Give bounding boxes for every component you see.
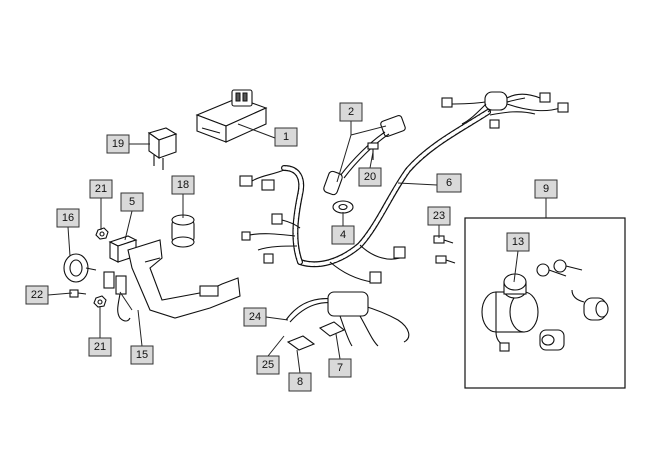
callout-5: 5 xyxy=(120,192,144,212)
part-7-sub-harness xyxy=(285,291,410,347)
svg-text:21: 21 xyxy=(94,341,106,353)
svg-text:22: 22 xyxy=(31,289,43,301)
callout-8: 8 xyxy=(288,372,312,392)
part-1-control-unit xyxy=(195,89,268,143)
svg-text:16: 16 xyxy=(62,212,74,224)
callout-20: 20 xyxy=(358,167,382,187)
svg-text:5: 5 xyxy=(129,196,135,208)
svg-text:21: 21 xyxy=(95,183,107,195)
svg-text:4: 4 xyxy=(340,229,346,241)
svg-text:24: 24 xyxy=(249,311,261,323)
part-21-nut-top xyxy=(95,227,109,240)
part-20-bolt xyxy=(367,142,379,160)
part-22-bolt xyxy=(69,289,87,298)
callout-23: 23 xyxy=(427,206,451,226)
part-13-ignition-lock xyxy=(481,259,609,352)
callout-25: 25 xyxy=(256,355,280,375)
callout-19: 19 xyxy=(106,134,130,154)
svg-text:13: 13 xyxy=(512,236,524,248)
svg-text:18: 18 xyxy=(177,179,189,191)
callout-22: 22 xyxy=(25,285,49,305)
callout-15: 15 xyxy=(130,345,154,365)
callout-4: 4 xyxy=(331,225,355,245)
callout-1: 1 xyxy=(274,127,298,147)
part-18-flasher xyxy=(171,214,195,248)
part-15-relays xyxy=(103,271,131,322)
svg-text:8: 8 xyxy=(297,376,303,388)
callout-21-top: 21 xyxy=(89,179,113,199)
svg-text:2: 2 xyxy=(348,106,354,118)
part-9-lock-set-frame xyxy=(464,217,626,389)
callout-9: 9 xyxy=(534,179,558,199)
part-16-horn xyxy=(63,253,97,283)
leader-lines xyxy=(47,121,547,374)
callout-6: 6 xyxy=(436,173,462,193)
part-4-grommet xyxy=(332,200,354,214)
callout-18: 18 xyxy=(171,175,195,195)
callout-24: 24 xyxy=(243,307,267,327)
part-bracket xyxy=(127,239,241,319)
svg-text:7: 7 xyxy=(337,362,343,374)
callout-2: 2 xyxy=(339,102,363,122)
part-2-ignition-coil xyxy=(323,115,406,196)
part-8-connector xyxy=(286,321,346,351)
svg-text:9: 9 xyxy=(543,183,549,195)
callout-13: 13 xyxy=(506,232,530,252)
svg-text:23: 23 xyxy=(433,210,445,222)
callout-21-bottom: 21 xyxy=(88,337,112,357)
part-21-nut-bottom xyxy=(93,295,107,308)
svg-text:19: 19 xyxy=(112,138,124,150)
part-23-screws xyxy=(433,235,456,264)
svg-text:25: 25 xyxy=(262,359,274,371)
svg-text:6: 6 xyxy=(446,177,452,189)
part-6-wiring-harness xyxy=(239,91,569,284)
callout-16: 16 xyxy=(56,208,80,228)
svg-text:1: 1 xyxy=(283,131,289,143)
svg-text:15: 15 xyxy=(136,349,148,361)
callout-7: 7 xyxy=(328,358,352,378)
svg-text:20: 20 xyxy=(364,171,376,183)
part-19-relay xyxy=(147,127,178,170)
